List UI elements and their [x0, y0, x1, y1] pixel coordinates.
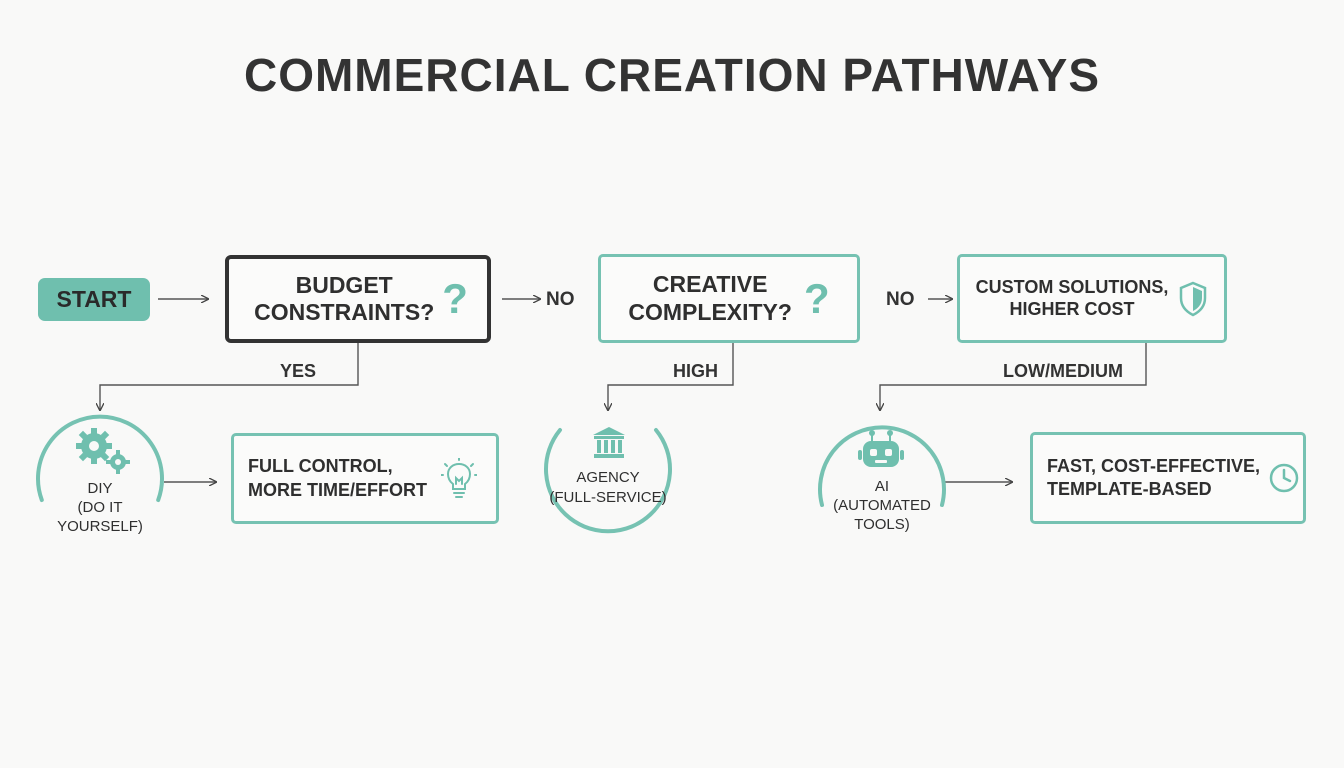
- shield-icon: [1178, 281, 1208, 317]
- edge-label-low-medium: LOW/MEDIUM: [1003, 361, 1123, 381]
- ai-node: AI (AUTOMATED TOOLS): [822, 420, 942, 540]
- diy-result-line2: MORE TIME/EFFORT: [248, 479, 427, 500]
- question-mark-icon: ?: [442, 275, 468, 322]
- complexity-line2: COMPLEXITY?: [628, 298, 792, 325]
- edge-label-no-2: NO: [886, 289, 915, 310]
- custom-text: CUSTOM SOLUTIONS, HIGHER COST: [976, 277, 1169, 319]
- ai-line1: AI: [874, 478, 890, 495]
- custom-line2: HIGHER COST: [1009, 298, 1135, 319]
- diy-line3: YOURSELF): [57, 517, 143, 535]
- edge-label-no-1: NO: [546, 289, 575, 310]
- ai-line3: TOOLS): [854, 515, 910, 533]
- ai-result-text: FAST, COST-EFFECTIVE, TEMPLATE-BASED: [1047, 455, 1260, 502]
- diy-node: DIY (DO IT YOURSELF): [40, 420, 160, 540]
- arrow-low-to-ai: [880, 342, 1147, 410]
- arrow-yes-to-diy: [100, 342, 359, 410]
- agency-circle: [544, 428, 672, 534]
- lightbulb-icon: [441, 457, 477, 500]
- agency-node: AGENCY (FULL-SERVICE): [548, 416, 668, 538]
- budget-line1: BUDGET: [295, 271, 393, 298]
- clock-icon: [1268, 462, 1300, 494]
- budget-line2: CONSTRAINTS?: [254, 299, 435, 325]
- custom-solutions-box: CUSTOM SOLUTIONS, HIGHER COST: [957, 254, 1227, 343]
- ai-line2: (AUTOMATED: [833, 496, 931, 514]
- robot-icon: [858, 430, 904, 477]
- question-mark-icon: ?: [803, 274, 830, 322]
- complexity-decision: CREATIVE COMPLEXITY? ?: [598, 254, 860, 343]
- ai-circle: [818, 425, 946, 507]
- diy-result-box: FULL CONTROL, MORE TIME/EFFORT: [231, 433, 499, 524]
- agency-line1: AGENCY: [576, 469, 640, 486]
- ai-result-line2: TEMPLATE-BASED: [1047, 479, 1212, 499]
- agency-label: AGENCY (FULL-SERVICE): [538, 468, 678, 507]
- ai-result-line1: FAST, COST-EFFECTIVE,: [1047, 455, 1261, 476]
- edge-label-yes: YES: [280, 361, 317, 381]
- diy-line2: (DO IT: [77, 498, 123, 516]
- start-node: START: [38, 278, 150, 321]
- bank-icon: [592, 426, 626, 465]
- diy-result-line1: FULL CONTROL,: [248, 456, 393, 477]
- ai-result-box: FAST, COST-EFFECTIVE, TEMPLATE-BASED: [1030, 432, 1306, 524]
- arrow-high-to-agency: [608, 342, 734, 410]
- complexity-text: CREATIVE COMPLEXITY?: [628, 271, 792, 325]
- ai-label: AI (AUTOMATED TOOLS): [812, 478, 952, 534]
- gears-icon: [74, 426, 132, 481]
- diy-result-text: FULL CONTROL, MORE TIME/EFFORT: [248, 455, 427, 502]
- custom-line1: CUSTOM SOLUTIONS,: [975, 277, 1169, 298]
- budget-text: BUDGET CONSTRAINTS?: [254, 272, 434, 326]
- complexity-line1: CREATIVE: [652, 271, 768, 298]
- budget-decision: BUDGET CONSTRAINTS? ?: [225, 255, 491, 343]
- edge-label-high: HIGH: [673, 361, 718, 381]
- page-title: COMMERCIAL CREATION PATHWAYS: [243, 49, 1101, 101]
- diy-circle: [36, 414, 164, 502]
- diy-line1: DIY: [87, 480, 113, 497]
- agency-line2: (FULL-SERVICE): [549, 488, 667, 506]
- diy-label: DIY (DO IT YOURSELF): [40, 480, 160, 536]
